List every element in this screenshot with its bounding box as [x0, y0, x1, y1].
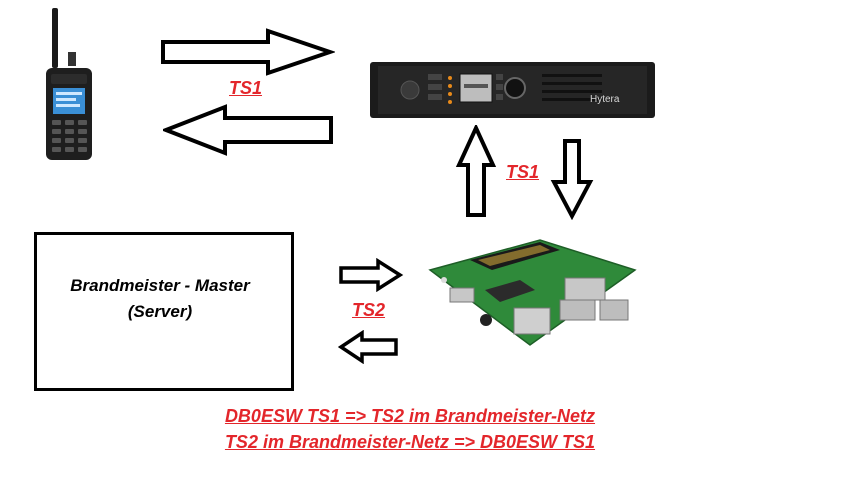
brandmeister-master-box: Brandmeister - Master (Server) — [34, 232, 294, 391]
caption-line1: DB0ESW TS1 => TS2 im Brandmeister-Netz — [224, 406, 596, 426]
ts1-label-radio-repeater: TS1 — [229, 78, 263, 98]
arrow-left-pi-to-master — [338, 330, 398, 364]
arrow-down-repeater-to-pi — [550, 139, 594, 220]
arrow-left-repeater-to-radio — [163, 104, 333, 156]
master-title-line2: (Server) — [127, 302, 193, 321]
handheld-radio-image — [46, 8, 92, 160]
arrow-up-pi-to-repeater — [455, 125, 497, 217]
repeater-image — [370, 62, 655, 118]
ts2-label-pi-master: TS2 — [352, 300, 386, 320]
repeater-brand-label: Hytera — [590, 94, 620, 105]
master-box-title: Brandmeister - Master (Server) — [55, 273, 265, 325]
arrow-right-master-to-pi — [339, 258, 404, 292]
caption-line2: TS2 im Brandmeister-Netz => DB0ESW TS1 — [224, 432, 596, 452]
raspberry-pi-image — [428, 239, 637, 346]
ts1-label-repeater-pi: TS1 — [506, 162, 540, 182]
arrow-right-radio-to-repeater — [161, 28, 335, 76]
master-title-line1: Brandmeister - Master — [70, 276, 250, 295]
